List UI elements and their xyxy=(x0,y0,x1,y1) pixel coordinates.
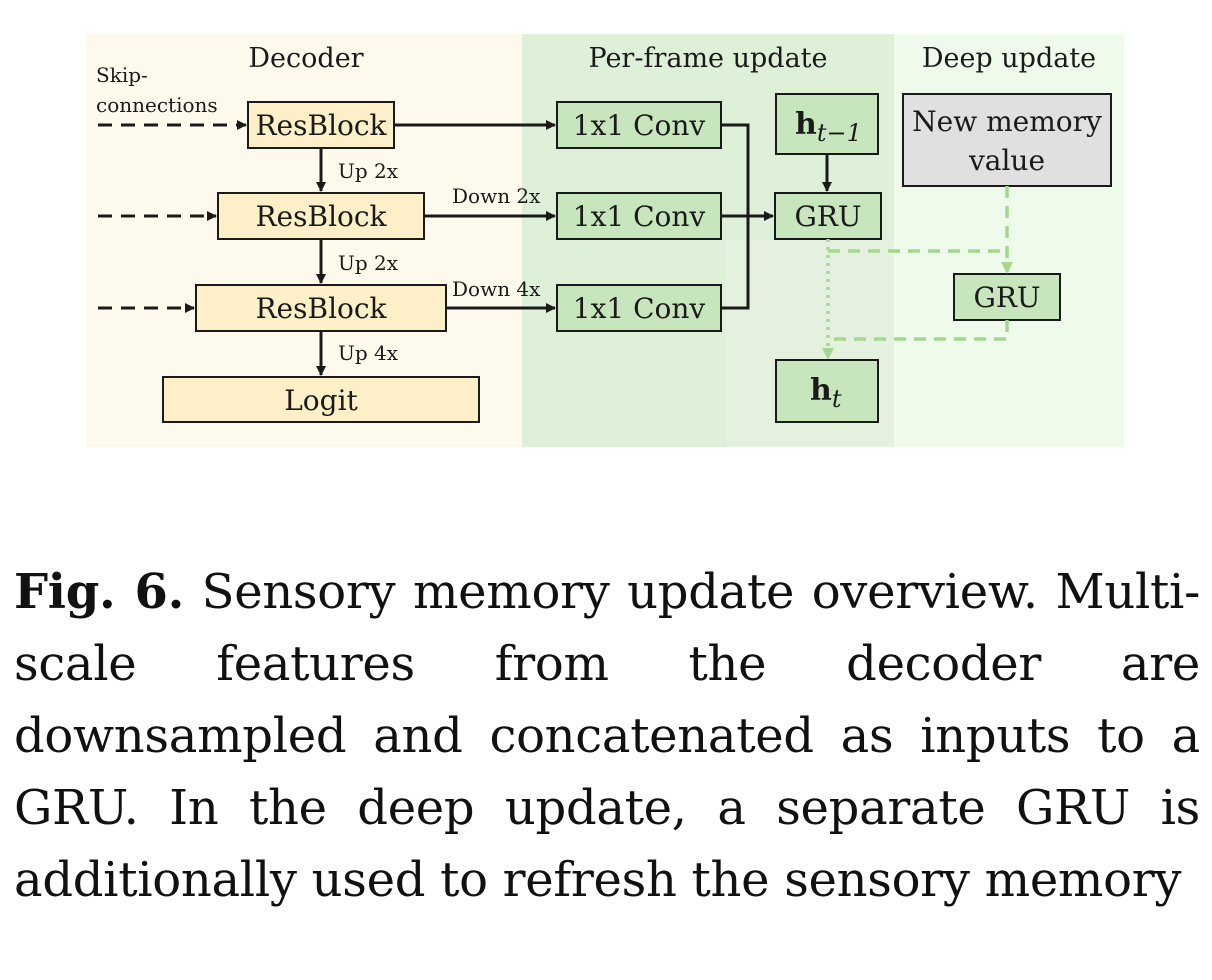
h-prev-label: ht−1 xyxy=(795,107,862,147)
down-4x-label: Down 4x xyxy=(452,277,541,301)
gru-deep-label: GRU xyxy=(973,281,1040,314)
up-2x-label-1: Up 2x xyxy=(338,159,399,183)
gru-box-deep xyxy=(953,273,1061,321)
new-memory-label-line1: New memory xyxy=(912,105,1102,138)
conv1-merge-line xyxy=(721,123,750,216)
new-memory-label-line2: value xyxy=(968,144,1045,177)
gru-per-frame-label: GRU xyxy=(794,200,861,233)
h-next-symbol: h xyxy=(810,373,832,408)
logit-label: Logit xyxy=(284,384,358,417)
resblock-3 xyxy=(195,284,447,332)
decoder-title: Decoder xyxy=(248,43,363,74)
deep-gru-return-dashed xyxy=(828,320,1009,341)
figure-label: Fig. 6. xyxy=(14,564,184,620)
deep-update-title: Deep update xyxy=(922,43,1096,74)
conv-3-label: 1x1 Conv xyxy=(573,292,706,325)
h-prev-box xyxy=(775,93,879,155)
h-prev-subscript: t−1 xyxy=(817,119,862,147)
resblock-1-label: ResBlock xyxy=(255,109,387,142)
caption-text: Sensory memory update overview. Multi-sc… xyxy=(14,564,1200,908)
new-memory-box xyxy=(902,93,1112,187)
h-next-box xyxy=(775,359,879,423)
conv-box-1 xyxy=(556,101,722,149)
conv3-merge-line xyxy=(721,216,750,310)
resblock-3-label: ResBlock xyxy=(255,292,387,325)
figure-caption: Fig. 6. Sensory memory update overview. … xyxy=(14,556,1200,916)
conv-box-2 xyxy=(556,192,722,240)
h-next-subscript: t xyxy=(832,385,842,413)
per-frame-title: Per-frame update xyxy=(588,43,827,74)
skip-label-line2: connections xyxy=(96,93,218,117)
up-2x-label-2: Up 2x xyxy=(338,251,399,275)
gru-box-per-frame xyxy=(774,192,882,240)
up-4x-label: Up 4x xyxy=(338,341,399,365)
skip-label-line1: Skip- xyxy=(96,63,148,87)
conv-1-label: 1x1 Conv xyxy=(573,109,706,142)
architecture-diagram: Decoder Per-frame update Deep update Ski… xyxy=(0,0,1212,470)
h-next-label: ht xyxy=(810,373,842,413)
logit-box xyxy=(162,376,480,423)
conv-2-label: 1x1 Conv xyxy=(573,200,706,233)
h-prev-symbol: h xyxy=(795,107,817,142)
conv-box-3 xyxy=(556,284,722,332)
down-2x-label: Down 2x xyxy=(452,184,541,208)
resblock-1 xyxy=(247,101,395,149)
resblock-2-label: ResBlock xyxy=(255,200,387,233)
